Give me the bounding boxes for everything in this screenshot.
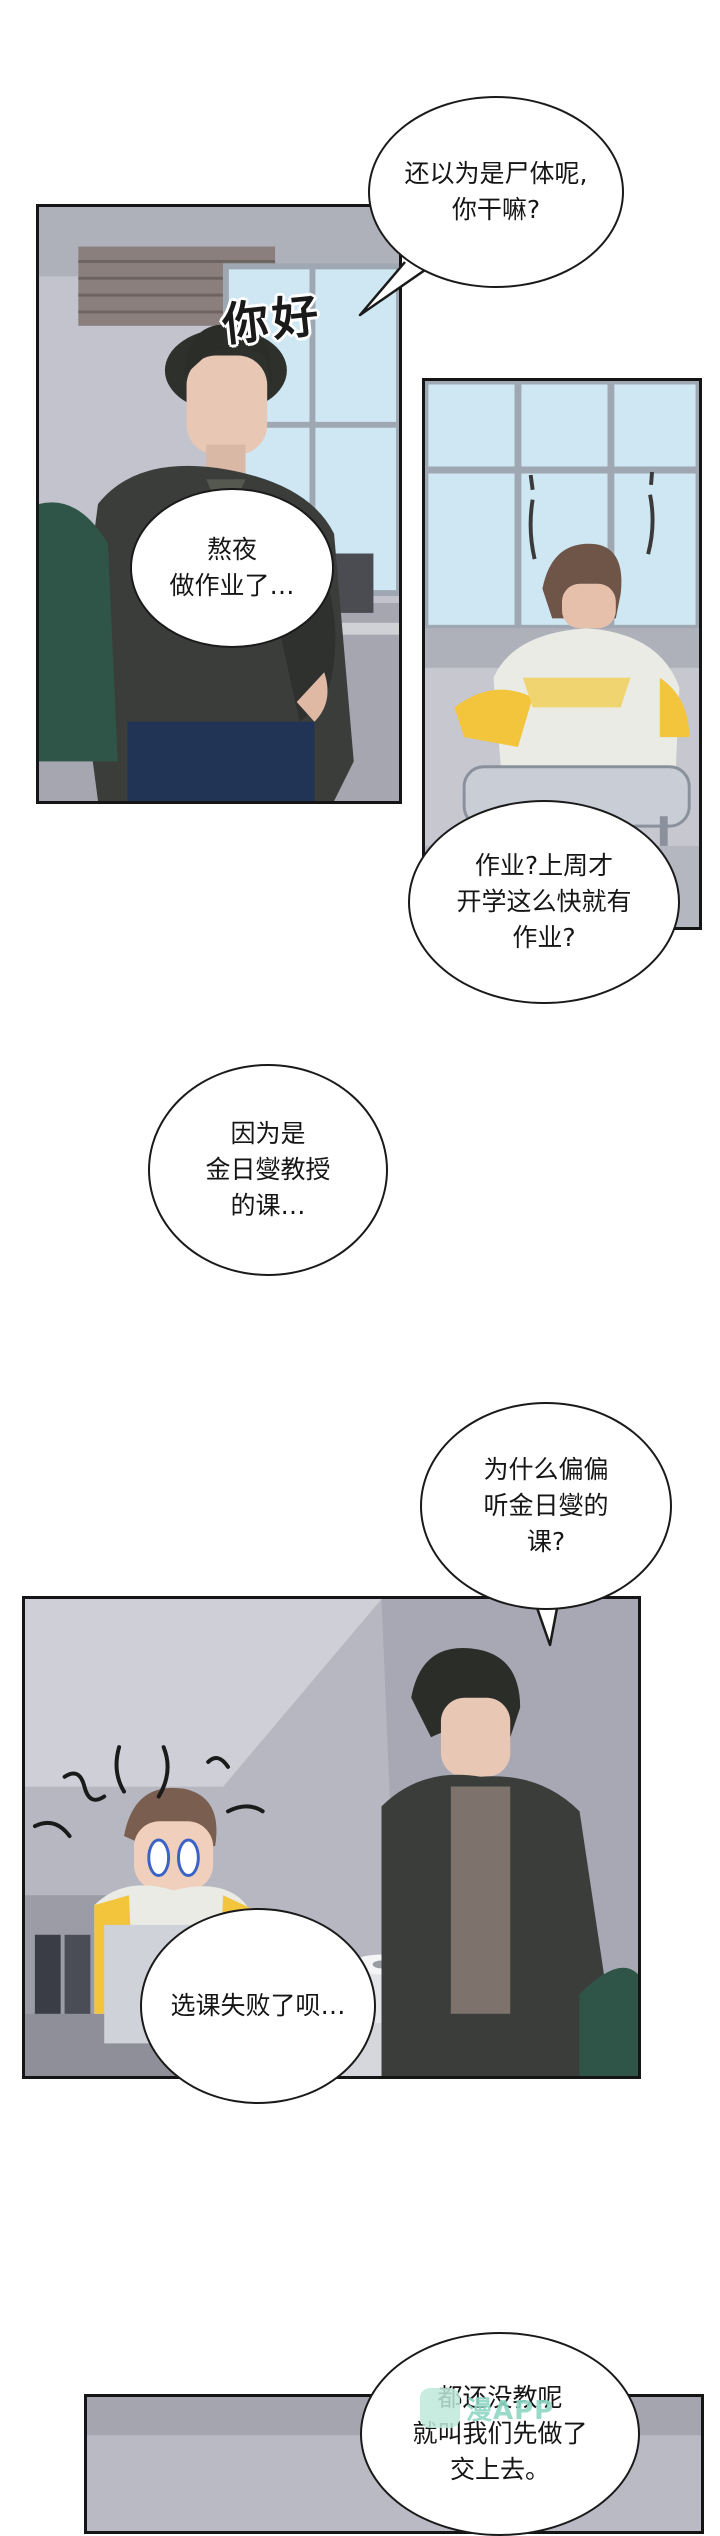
speech-bubble-3: 作业?上周才 开学这么快就有 作业? [408,800,680,1004]
watermark-text: 漫APP [466,2395,555,2426]
sfx-hello: 你好 [219,287,325,353]
speech-bubble-4: 因为是 金日燮教授 的课… [148,1064,388,1276]
watermark: 漫APP [420,2388,554,2428]
watermark-logo-icon [420,2388,460,2428]
bubble-1-tail [358,261,426,317]
speech-bubble-6: 选课失败了呗… [140,1908,376,2104]
speech-bubble-2: 熬夜 做作业了… [130,488,334,648]
speech-bubble-7: 都还没教呢 就叫我们先做了 交上去。 [360,2332,640,2536]
speech-bubble-5: 为什么偏偏 听金日燮的 课? [420,1402,672,1610]
speech-bubble-1: 还以为是尸体呢, 你干嘛? [368,96,624,288]
